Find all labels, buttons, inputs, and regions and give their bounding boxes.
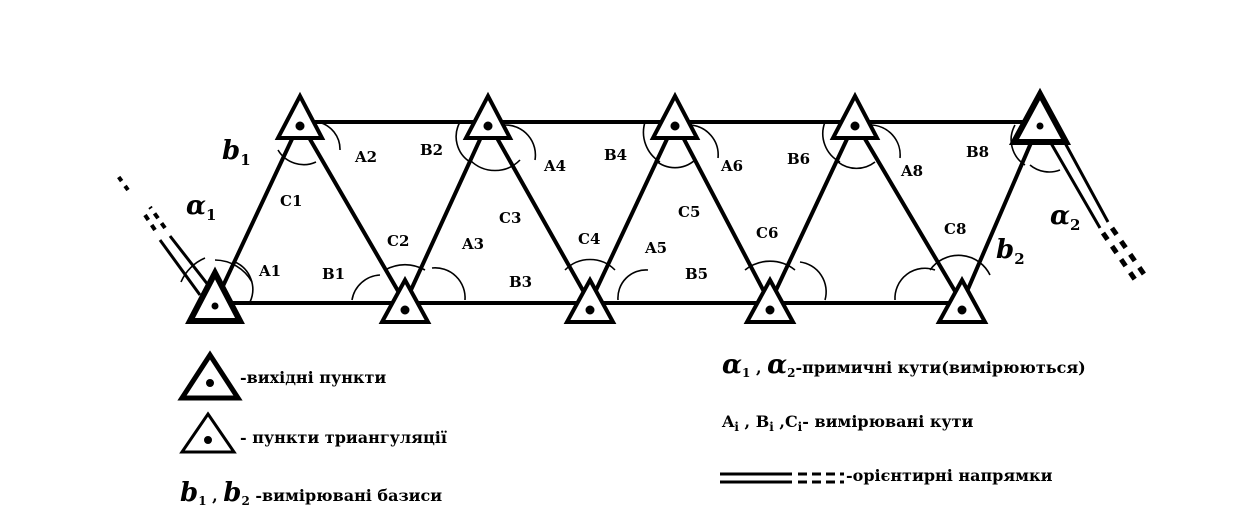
junction-angle-alpha2: α2: [1050, 201, 1081, 235]
triangulation-point-bottom-1: [378, 275, 432, 324]
angle-label-b8: B8: [966, 143, 990, 161]
angle-label-b2: B2: [420, 141, 444, 159]
triangulation-point-top-2: [462, 91, 514, 140]
triangulation-point-bottom-4: [935, 275, 989, 324]
angle-label-a3: A3: [462, 235, 485, 253]
base-label-b1: b1: [222, 136, 251, 170]
angle-label-a6: A6: [721, 157, 744, 175]
legend-measured-angles: Ai , Bi ,Ci- вимірювані кути: [722, 412, 974, 435]
angle-label-c3: C3: [499, 209, 522, 227]
angle-label-a2: A2: [355, 148, 378, 166]
legend-junction-angles: α1 , α2-примичні кути(вимірюються): [722, 350, 1086, 381]
zigzag-sides: [213, 117, 1042, 308]
angle-label-c4: C4: [578, 230, 601, 248]
angle-label-a1: A1: [259, 262, 282, 280]
legend-orientation-symbol: [720, 472, 844, 484]
angle-label-c8: C8: [944, 220, 967, 238]
legend-bases: b1 , b2 -вимірювані базиси: [180, 478, 443, 509]
initial-points: [185, 87, 1072, 324]
orientation-direction-right: [1046, 129, 1151, 286]
angle-label-b6: B6: [787, 150, 811, 168]
angle-arcs: [180, 121, 1061, 303]
legend-triangulation-points-text: - пункти триангуляції: [240, 428, 447, 447]
angle-label-b4: B4: [604, 146, 628, 164]
base-label-b2: b2: [996, 235, 1025, 269]
legend-initial-points-text: -вихідні пункти: [240, 368, 387, 387]
angle-label-b3: B3: [509, 273, 533, 291]
initial-point-2: [1008, 87, 1072, 145]
triangulation-point-bottom-3: [743, 275, 797, 324]
angle-label-c6: C6: [756, 224, 779, 242]
triangulation-point-bottom-2: [563, 275, 617, 324]
triangulation-point-top-3: [649, 91, 701, 140]
angle-label-c2: C2: [387, 232, 410, 250]
angle-label-a5: A5: [645, 239, 668, 257]
triangulation-point-top-1: [274, 91, 326, 140]
orientation-direction-left: [116, 174, 214, 296]
angle-label-b1: B1: [322, 265, 346, 283]
triangulation-point-top-4: [829, 91, 881, 140]
angle-label-a8: A8: [901, 162, 924, 180]
angle-label-a4: A4: [544, 157, 567, 175]
angle-label-c5: C5: [678, 203, 701, 221]
angle-label-c1: C1: [280, 192, 303, 210]
junction-angle-alpha1: α1: [186, 191, 217, 225]
legend-triangulation-point-symbol: [179, 411, 237, 454]
triangulation-points: [274, 91, 989, 324]
legend-orientation-text: -орієнтирні напрямки: [846, 466, 1053, 485]
angle-label-b5: B5: [685, 265, 709, 283]
legend-initial-point-symbol: [177, 350, 243, 401]
initial-point-1: [185, 266, 245, 324]
